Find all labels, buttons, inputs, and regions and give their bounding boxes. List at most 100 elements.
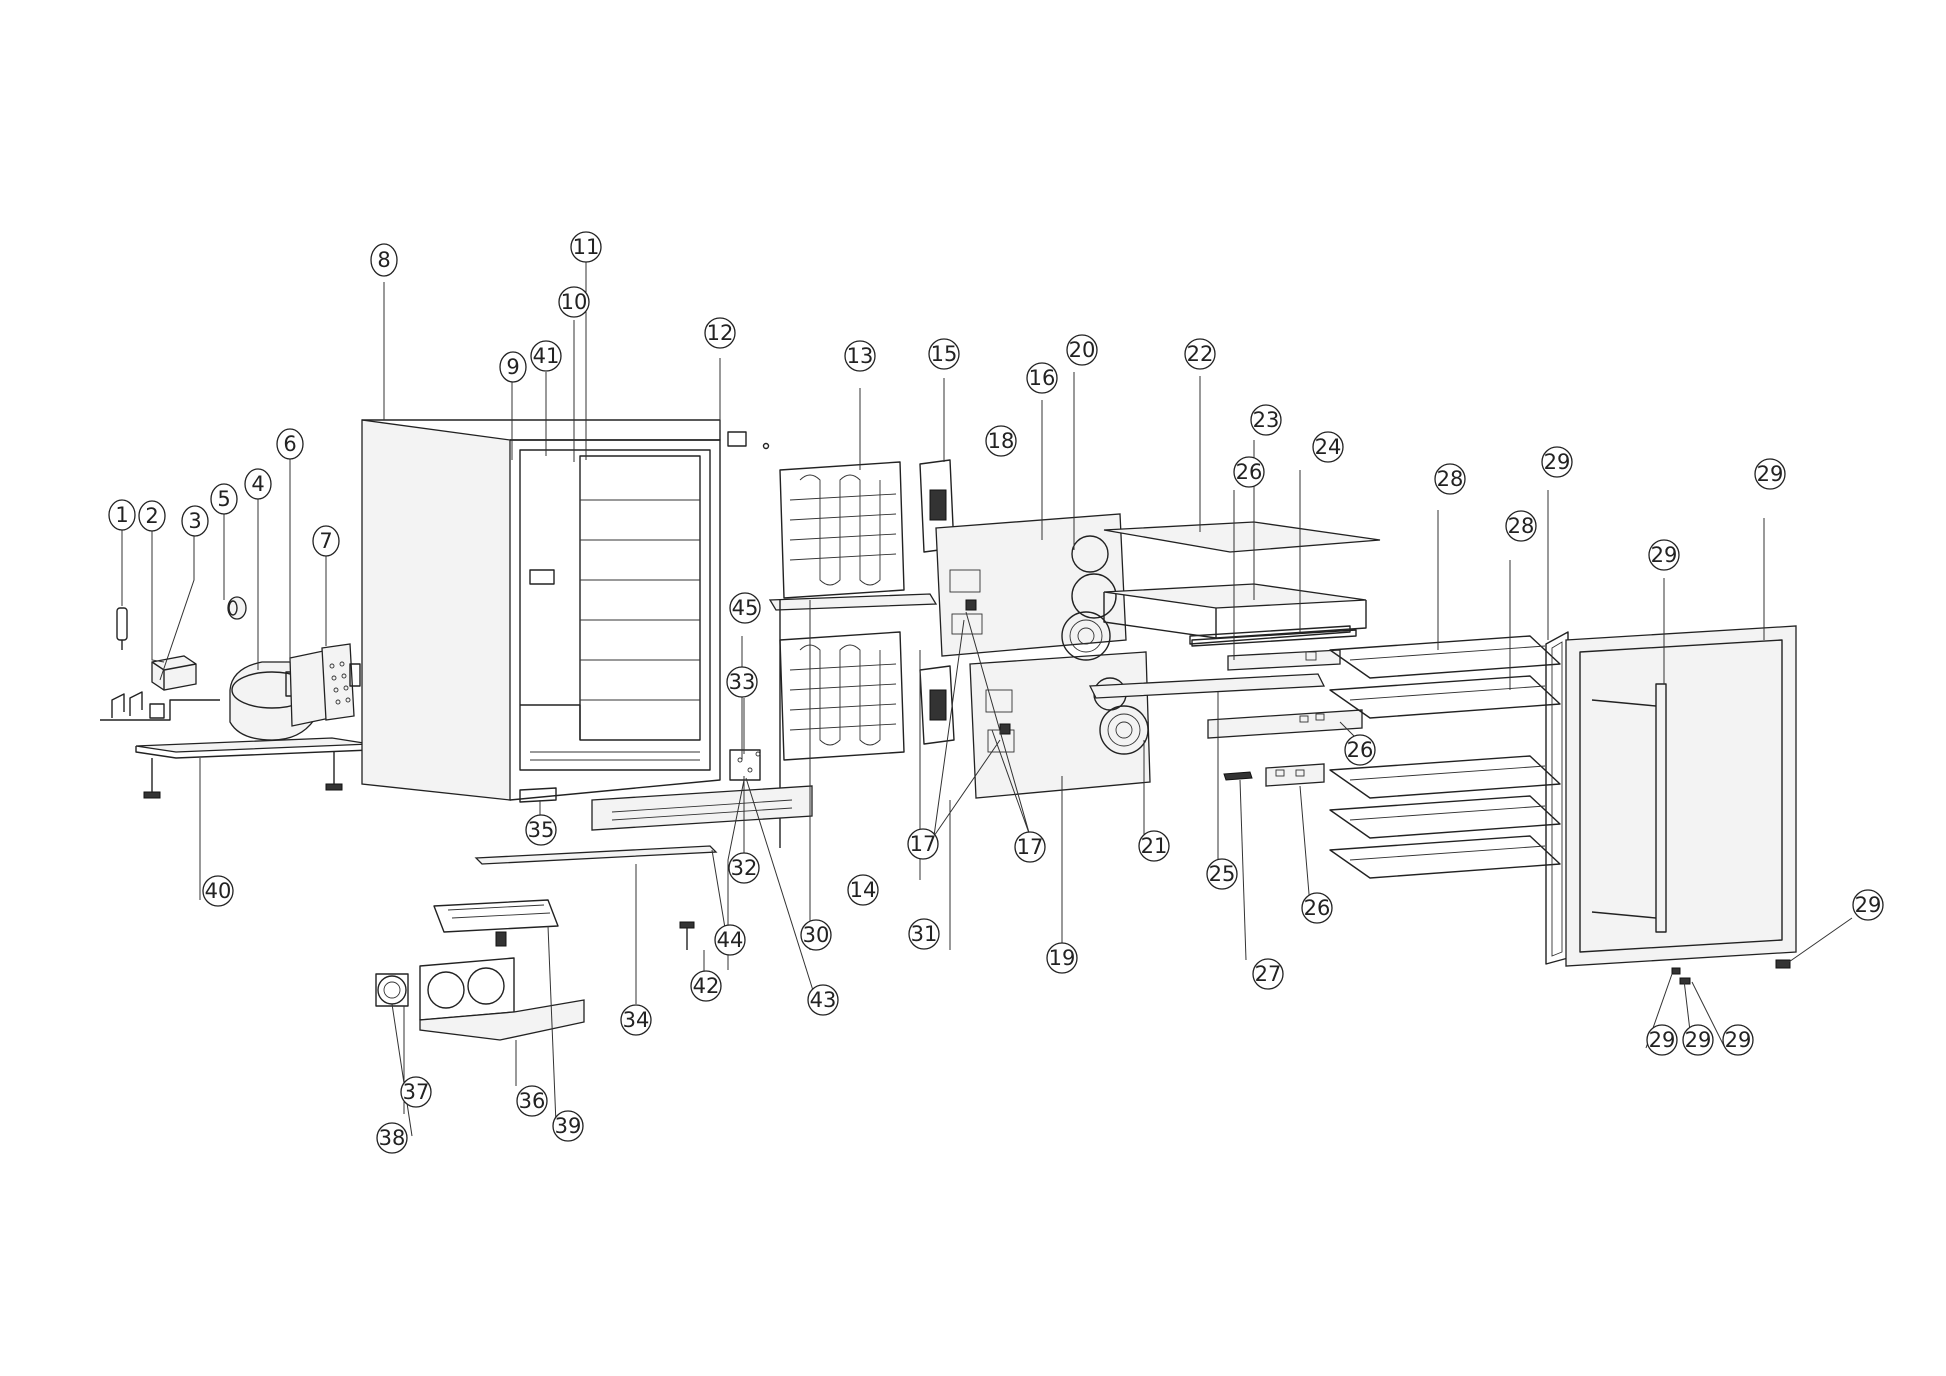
- callout-39-label: 39: [555, 1114, 582, 1138]
- callout-8: 8: [370, 243, 398, 277]
- callout-39: 39: [552, 1110, 584, 1142]
- callout-33: 33: [726, 666, 758, 698]
- callout-7: 7: [312, 525, 340, 557]
- callout-6: 6: [276, 428, 304, 460]
- callout-10: 10: [558, 286, 590, 318]
- callout-35-label: 35: [528, 818, 555, 842]
- part-top-shelf: [1103, 521, 1381, 553]
- part-cabinet: [361, 419, 721, 801]
- callout-30-label: 30: [803, 923, 830, 947]
- callout-38: 38: [376, 1122, 408, 1154]
- part-kick-plate: [474, 845, 718, 865]
- callout-42: 42: [690, 970, 722, 1002]
- part-rear-panel-lower: [969, 651, 1151, 799]
- callout-21: 21: [1138, 830, 1170, 862]
- callout-29e: 29: [1646, 1024, 1678, 1056]
- callout-29c: 29: [1648, 539, 1680, 571]
- callout-16: 16: [1026, 362, 1058, 394]
- callout-3-label: 3: [188, 509, 201, 533]
- callout-29b: 29: [1754, 458, 1786, 490]
- callout-5: 5: [210, 483, 238, 515]
- callout-19: 19: [1046, 942, 1078, 974]
- callout-2: 2: [138, 500, 166, 532]
- callout-45-label: 45: [732, 596, 759, 620]
- part-shelf-bracket: [1088, 673, 1326, 699]
- callout-5-label: 5: [217, 487, 230, 511]
- callout-1-label: 1: [115, 503, 128, 527]
- part-rear-panel-upper: [935, 513, 1127, 657]
- part-capacitor: [227, 596, 247, 620]
- callout-13-label: 13: [847, 344, 874, 368]
- callout-22-label: 22: [1187, 342, 1214, 366]
- callout-12-label: 12: [707, 321, 734, 345]
- callouts: 1 2 3 4 5 6 7 8 9 10 11 12 13 14 15 16 1…: [108, 231, 1884, 1154]
- part-control-panel-upper: [1227, 649, 1341, 671]
- callout-25-label: 25: [1209, 862, 1236, 886]
- callout-11-label: 11: [573, 235, 600, 259]
- callout-29d: 29: [1852, 889, 1884, 921]
- callout-29g-label: 29: [1725, 1028, 1752, 1052]
- callout-28b-label: 28: [1508, 514, 1535, 538]
- part-thermostat-probe: [116, 607, 128, 650]
- callout-4: 4: [244, 468, 272, 500]
- callout-31-label: 31: [911, 922, 938, 946]
- part-base-plate: [135, 737, 371, 799]
- part-drawer: [1103, 583, 1367, 645]
- part-fan-upper: [1061, 611, 1111, 661]
- callout-29b-label: 29: [1757, 462, 1784, 486]
- callout-27: 27: [1252, 958, 1284, 990]
- callout-44: 44: [714, 924, 746, 956]
- callout-18: 18: [985, 425, 1017, 457]
- callout-32-label: 32: [731, 856, 758, 880]
- callout-43: 43: [807, 984, 839, 1016]
- part-door-hinge-bits: [1671, 959, 1791, 985]
- callout-27-label: 27: [1255, 962, 1282, 986]
- leader-lines: [121, 262, 1853, 1137]
- callout-29a-label: 29: [1544, 450, 1571, 474]
- callout-34-label: 34: [623, 1008, 650, 1032]
- callout-35: 35: [525, 814, 557, 846]
- callout-6-label: 6: [283, 432, 296, 456]
- parts-drawing: [100, 419, 1797, 1041]
- callout-29e-label: 29: [1649, 1028, 1676, 1052]
- part-top-hinge: [727, 431, 770, 450]
- callout-29f-label: 29: [1685, 1028, 1712, 1052]
- callout-28b: 28: [1505, 510, 1537, 542]
- callout-41-label: 41: [533, 344, 560, 368]
- callout-12: 12: [704, 317, 736, 349]
- callout-24-label: 24: [1315, 435, 1342, 459]
- callout-15: 15: [928, 338, 960, 370]
- callout-19-label: 19: [1049, 946, 1076, 970]
- callout-34: 34: [620, 1004, 652, 1036]
- callout-44-label: 44: [717, 928, 744, 952]
- callout-26a-label: 26: [1236, 460, 1263, 484]
- callout-24: 24: [1312, 431, 1344, 463]
- callout-2-label: 2: [145, 504, 158, 528]
- callout-17b: 17: [1014, 831, 1046, 863]
- callout-42-label: 42: [693, 974, 720, 998]
- part-control-panel-middle: [1207, 709, 1363, 739]
- part-piping: [100, 691, 220, 721]
- callout-9: 9: [499, 351, 527, 383]
- callout-38-label: 38: [379, 1126, 406, 1150]
- callout-40: 40: [202, 875, 234, 907]
- callout-36: 36: [516, 1085, 548, 1117]
- part-side-vent-lower: [919, 665, 955, 745]
- part-fan-bracket: [289, 643, 361, 727]
- callout-11: 11: [570, 231, 602, 263]
- callout-21-label: 21: [1141, 834, 1168, 858]
- callout-37: 37: [400, 1076, 432, 1108]
- part-relay-box: [151, 655, 197, 691]
- part-control-panel-lower: [1265, 763, 1325, 787]
- callout-28a-label: 28: [1437, 467, 1464, 491]
- part-condenser-assembly: [375, 899, 585, 1041]
- callout-31: 31: [908, 918, 940, 950]
- callout-45: 45: [729, 592, 761, 624]
- callout-43-label: 43: [810, 988, 837, 1012]
- callout-23-label: 23: [1253, 408, 1280, 432]
- callout-17a-label: 17: [910, 832, 937, 856]
- callout-29f: 29: [1682, 1024, 1714, 1056]
- part-lower-hinge: [519, 787, 557, 803]
- callout-18-label: 18: [988, 429, 1015, 453]
